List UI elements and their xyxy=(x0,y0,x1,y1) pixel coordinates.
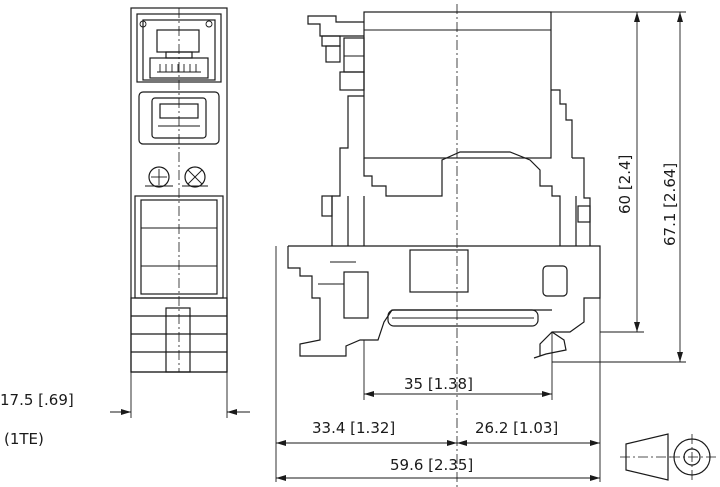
side-view xyxy=(287,4,601,487)
right-offset-label: 26.2 [1.03] xyxy=(475,419,558,437)
dim-rail-span: 35 [1.38] xyxy=(363,332,553,400)
dim-heights: 60 [2.4] 67.1 [2.64] xyxy=(551,11,686,363)
left-offset-label: 33.4 [1.32] xyxy=(312,419,395,437)
housing-latch xyxy=(307,15,365,91)
width-label: 17.5 [.69] xyxy=(0,391,74,409)
front-view xyxy=(130,7,228,373)
dim-offsets: 33.4 [1.32] 26.2 [1.03] xyxy=(275,246,601,482)
width-unit-label: (1TE) xyxy=(4,430,44,448)
dim-width: 17.5 [.69] (1TE) xyxy=(0,372,250,448)
rail-span-label: 35 [1.38] xyxy=(404,375,473,393)
dim-overall-depth: 59.6 [2.35] xyxy=(276,456,600,481)
led-indicator-right xyxy=(182,166,208,188)
led-indicator-left xyxy=(145,166,173,188)
overall-depth-label: 59.6 [2.35] xyxy=(390,456,473,474)
projection-symbol xyxy=(620,433,716,481)
overall-height-label: 67.1 [2.64] xyxy=(661,163,679,246)
height-to-rail-label: 60 [2.4] xyxy=(616,155,634,214)
